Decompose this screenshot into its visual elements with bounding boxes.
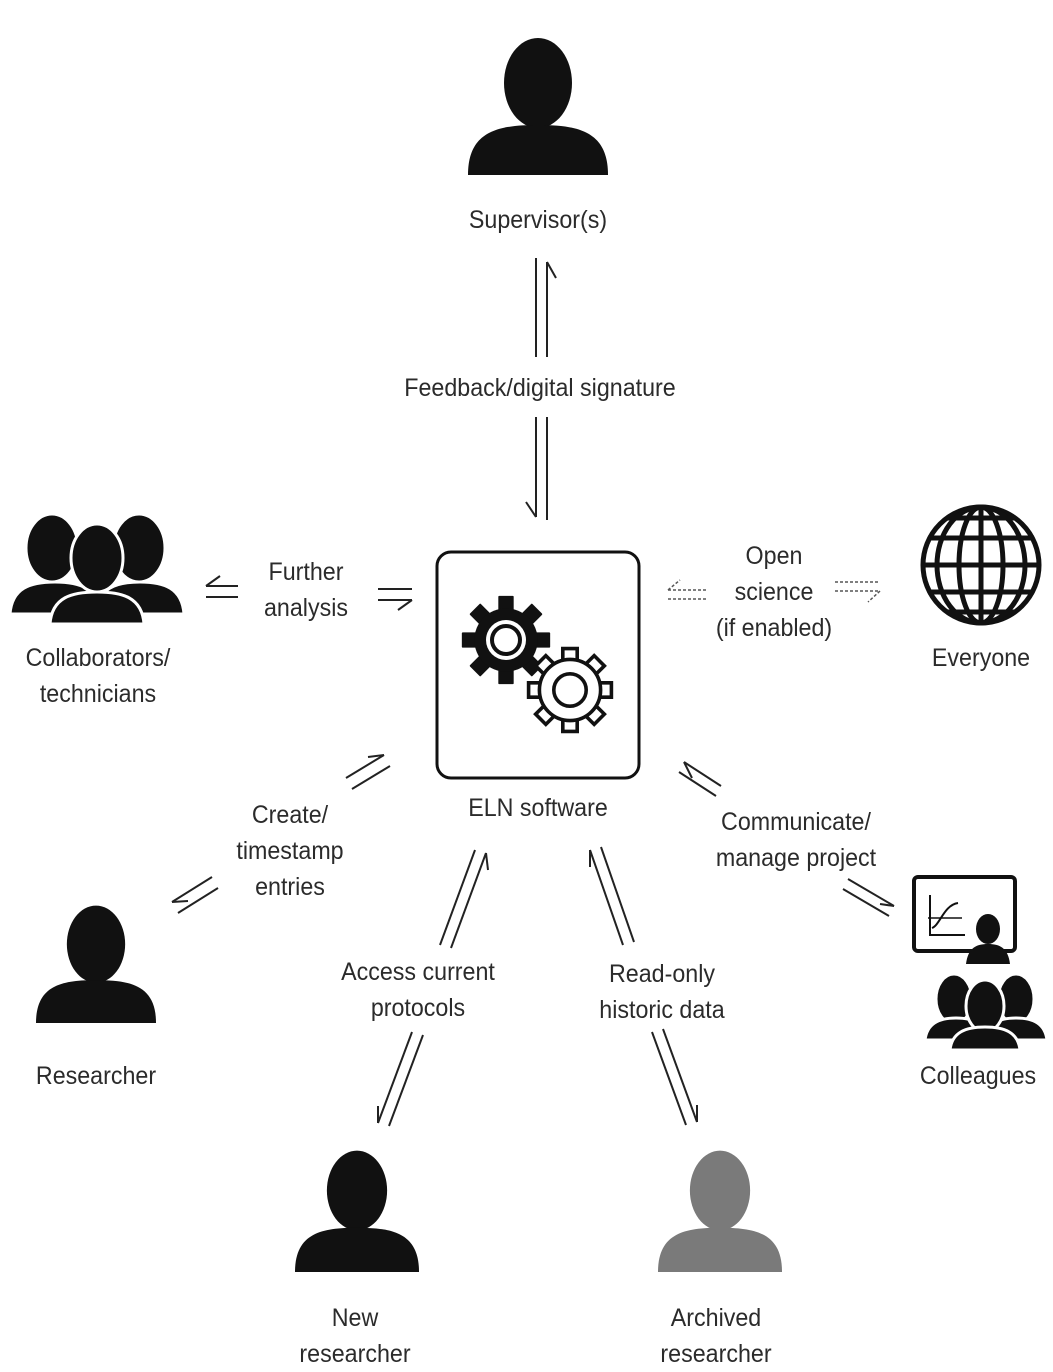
- new-researcher-arrows: [377, 849, 489, 1127]
- new-researcher-label: New researcher: [262, 1300, 448, 1372]
- colleagues-link-label: Communicate/ manage project: [697, 804, 894, 876]
- new-researcher-link-line1: Access current: [341, 958, 495, 986]
- researcher-link-line3: entries: [255, 873, 325, 901]
- new-researcher-label-line2: researcher: [299, 1340, 411, 1368]
- researcher-arrows: [171, 754, 391, 914]
- colleagues-link-line2: manage project: [715, 844, 877, 872]
- collaborators-link-label: Further analysis: [245, 554, 368, 626]
- everyone-arrows: [667, 579, 881, 603]
- new-researcher-link-line2: protocols: [370, 994, 466, 1022]
- everyone-link-label: Open science (if enabled): [696, 538, 852, 646]
- collaborators-label: Collaborators/ technicians: [7, 640, 189, 712]
- collaborators-link-line2: analysis: [263, 594, 348, 622]
- researcher-icon: [36, 905, 156, 1023]
- researcher-label: Researcher: [35, 1062, 157, 1090]
- archived-researcher-link-label: Read-only historic data: [578, 956, 745, 1028]
- supervisor-link-label: Feedback/digital signature: [404, 374, 676, 402]
- colleagues-arrows: [678, 761, 895, 917]
- archived-researcher-arrows: [589, 846, 698, 1126]
- collaborators-icon: [8, 512, 186, 626]
- supervisor-arrows: [525, 258, 557, 520]
- supervisor-icon: [468, 38, 608, 175]
- archived-researcher-label-line2: researcher: [660, 1340, 772, 1368]
- researcher-link-line2: timestamp: [236, 837, 344, 865]
- colleagues-icon: [923, 972, 1049, 1052]
- everyone-label: Everyone: [931, 644, 1031, 672]
- colleagues-label: Colleagues: [919, 1062, 1037, 1090]
- everyone-link-line1: Open: [745, 542, 803, 570]
- presentation-screen-icon: [912, 875, 1017, 964]
- colleagues-link-line1: Communicate/: [721, 808, 871, 836]
- new-researcher-icon: [295, 1150, 419, 1272]
- everyone-link-line2: science: [734, 578, 814, 606]
- researcher-link-line1: Create/: [251, 801, 329, 829]
- gear-icon-large: [461, 595, 551, 685]
- archived-researcher-link-line2: historic data: [599, 996, 725, 1024]
- globe-icon: [920, 504, 1042, 626]
- archived-researcher-label: Archived researcher: [623, 1300, 809, 1372]
- collaborators-label-line1: Collaborators/: [25, 644, 171, 672]
- everyone-link-line3: (if enabled): [715, 614, 833, 642]
- eln-software-box: [435, 550, 641, 780]
- collaborators-link-line1: Further: [268, 558, 344, 586]
- archived-researcher-icon: [658, 1150, 782, 1272]
- gear-icon-small: [526, 646, 614, 734]
- eln-software-label: ELN software: [468, 794, 608, 822]
- archived-researcher-link-line1: Read-only: [609, 960, 715, 988]
- supervisor-label: Supervisor(s): [468, 206, 608, 234]
- collaborators-arrows: [205, 575, 413, 611]
- researcher-link-label: Create/ timestamp entries: [214, 797, 367, 905]
- collaborators-label-line2: technicians: [39, 680, 157, 708]
- archived-researcher-label-line1: Archived: [670, 1304, 762, 1332]
- new-researcher-link-label: Access current protocols: [325, 954, 511, 1026]
- new-researcher-label-line1: New: [331, 1304, 379, 1332]
